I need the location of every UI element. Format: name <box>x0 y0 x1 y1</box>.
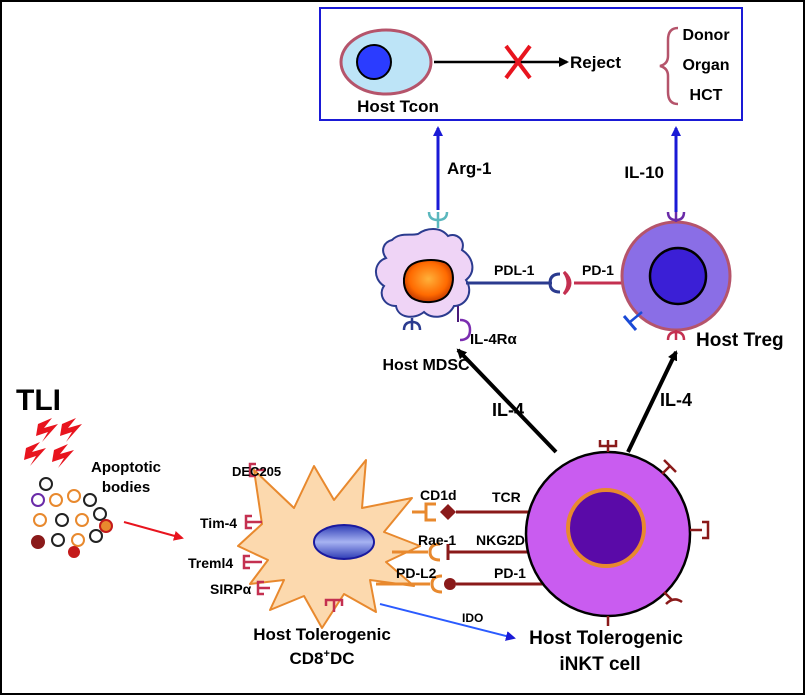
tcr-label: TCR <box>492 489 521 505</box>
host-treg-label: Host Treg <box>696 330 784 351</box>
nkg2d-label: NKG2D <box>476 532 525 548</box>
reject-label: Reject <box>570 53 621 72</box>
curly-brace-icon <box>659 26 679 106</box>
rae1-nkg2d-interaction <box>392 542 540 562</box>
pdl1-ligand-icon <box>548 272 561 294</box>
hct-label: HCT <box>690 87 723 104</box>
tli-label: TLI <box>16 384 61 417</box>
treml4-label: Treml4 <box>188 555 233 571</box>
sirpa-receptor-icon <box>256 580 270 596</box>
arg1-receptor-icon <box>427 211 449 228</box>
pd1-top-label: PD-1 <box>582 262 614 278</box>
treg-il4-receptor-icon <box>666 330 686 341</box>
cd1d-tcr-interaction <box>412 502 538 522</box>
treg-inhibitory-receptor-icon <box>622 311 643 331</box>
il4-to-mdsc-arrow <box>456 348 558 454</box>
host-tcon-label: Host Tcon <box>357 97 439 116</box>
arg1-label: Arg-1 <box>447 159 491 178</box>
pdl2-label: PD-L2 <box>396 565 437 581</box>
pd1-bottom-label: PD-1 <box>494 565 526 581</box>
il4-to-treg-arrow <box>626 350 678 453</box>
sirpa-label: SIRPα <box>210 581 252 597</box>
tolerogenic-inkt-cell <box>524 450 692 618</box>
ido-arrow <box>379 603 516 641</box>
apoptotic-bodies-icon <box>31 477 113 558</box>
dec205-receptor-icon <box>248 462 266 478</box>
pdl1-label: PDL-1 <box>494 262 535 278</box>
il4-left-label: IL-4 <box>492 400 524 420</box>
il4ra-receptor-icon <box>457 306 472 342</box>
bodies-label: bodies <box>102 479 150 496</box>
inkt-label-line1: Host Tolerogenic <box>529 628 683 649</box>
tcon-rejection-box: Host Tcon Reject Donor Organ HCT <box>319 7 743 121</box>
pdl2-pd1-interaction <box>376 574 546 594</box>
organ-label: Organ <box>682 57 729 74</box>
rae1-label: Rae-1 <box>418 532 456 548</box>
inkt-label-line2: iNKT cell <box>559 654 640 675</box>
tolerogenic-dc-cell <box>237 459 421 629</box>
dc-bottom-receptor-icon <box>324 598 344 612</box>
cd1d-label: CD1d <box>420 487 457 503</box>
dec205-label: DEC205 <box>232 464 281 479</box>
host-mdsc-label: Host MDSC <box>382 357 470 374</box>
mdsc-bottom-receptor-icon <box>402 318 422 331</box>
lightning-icon <box>24 418 82 468</box>
dc-label-line1: Host Tolerogenic <box>253 625 391 644</box>
block-x-icon <box>504 44 532 80</box>
host-mdsc-cell <box>375 228 474 318</box>
apoptotic-label: Apoptotic <box>91 459 161 476</box>
tim4-receptor-icon <box>244 514 262 530</box>
bodies-to-dc-arrow <box>123 521 184 541</box>
host-treg-cell <box>620 220 732 332</box>
dc-label-line2: CD8+DC <box>289 648 354 668</box>
pd1-receptor-icon <box>562 270 572 296</box>
inkt-surface-receptors-icon <box>598 440 710 626</box>
il4-right-label: IL-4 <box>660 390 692 410</box>
treml4-receptor-icon <box>242 554 262 570</box>
ido-label: IDO <box>462 611 483 625</box>
donor-label: Donor <box>682 27 729 44</box>
il10-label: IL-10 <box>624 163 664 182</box>
tim4-label: Tim-4 <box>200 515 237 531</box>
host-tcon-cell <box>339 28 433 96</box>
il10-receptor-icon <box>666 211 686 222</box>
il4ra-label: IL-4Rα <box>470 331 518 348</box>
